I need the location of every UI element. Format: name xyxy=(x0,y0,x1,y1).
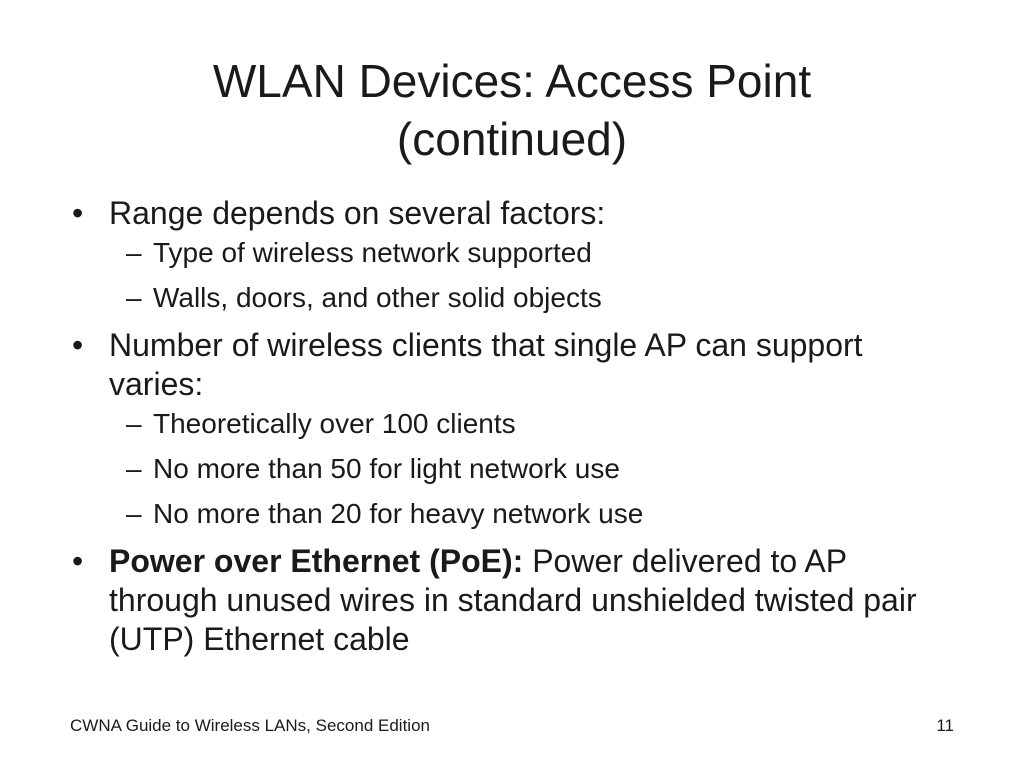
slide-body: • Range depends on several factors: – Ty… xyxy=(72,194,952,659)
slide-title-line-2: (continued) xyxy=(396,113,628,165)
dash-marker: – xyxy=(126,237,142,268)
sub-bullet-text: Type of wireless network supported xyxy=(153,237,592,268)
bullet-text: Power delivered to AP through unused wir… xyxy=(109,543,917,657)
dash-marker: – xyxy=(126,498,142,529)
page-number: 11 xyxy=(936,716,954,735)
bullet-text: Number of wireless clients that single A… xyxy=(109,327,863,402)
sub-list: – Type of wireless network supported – W… xyxy=(72,236,952,315)
sub-bullet-text: No more than 50 for light network use xyxy=(153,453,620,484)
sub-bullet-item: – Walls, doors, and other solid objects xyxy=(72,281,952,315)
dash-marker: – xyxy=(126,453,142,484)
bullet-item: • Range depends on several factors: xyxy=(72,194,952,233)
bullet-marker: • xyxy=(72,543,84,579)
sub-list: – Theoretically over 100 clients – No mo… xyxy=(72,407,952,531)
footer-book-title: CWNA Guide to Wireless LANs, Second Edit… xyxy=(70,716,430,735)
bullet-term: Power over Ethernet (PoE): xyxy=(109,543,524,579)
bullet-text: Range depends on several factors: xyxy=(109,195,606,231)
sub-bullet-text: No more than 20 for heavy network use xyxy=(153,498,644,529)
dash-marker: – xyxy=(126,282,142,313)
bullet-marker: • xyxy=(72,327,84,363)
sub-bullet-item: – Type of wireless network supported xyxy=(72,236,952,270)
slide-title-line-1: WLAN Devices: Access Point xyxy=(212,55,812,107)
dash-marker: – xyxy=(126,408,142,439)
sub-bullet-text: Walls, doors, and other solid objects xyxy=(153,282,602,313)
sub-bullet-text: Theoretically over 100 clients xyxy=(153,408,516,439)
bullet-item: • Power over Ethernet (PoE): Power deliv… xyxy=(72,542,952,659)
sub-bullet-item: – No more than 50 for light network use xyxy=(72,452,952,486)
bullet-marker: • xyxy=(72,195,84,231)
sub-bullet-item: – Theoretically over 100 clients xyxy=(72,407,952,441)
slide-title: WLAN Devices: Access Point (continued) xyxy=(80,52,944,168)
bullet-item: • Number of wireless clients that single… xyxy=(72,326,952,404)
sub-bullet-item: – No more than 20 for heavy network use xyxy=(72,497,952,531)
